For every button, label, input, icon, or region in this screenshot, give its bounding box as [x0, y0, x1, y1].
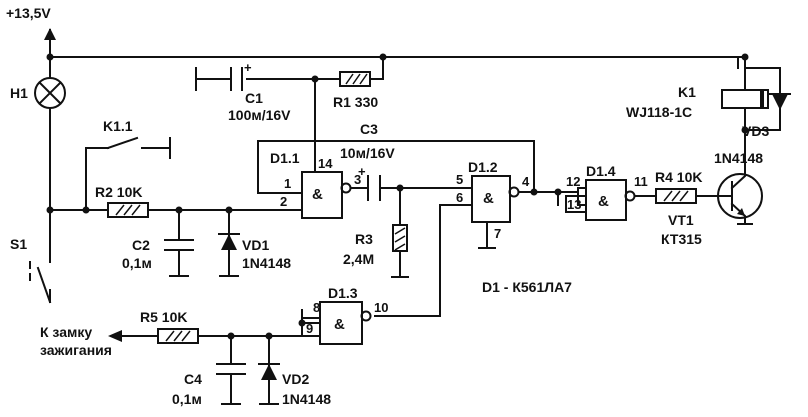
relay-ref: K1 — [678, 84, 696, 100]
c4-value: 0,1м — [172, 391, 202, 407]
gate-d12-symbol: & — [483, 190, 494, 207]
diode-vd3 — [769, 67, 791, 110]
switch-s1-label: S1 — [10, 236, 27, 252]
gate-d13-pin-a: 8 — [313, 300, 320, 315]
transistor-vt1 — [717, 165, 763, 225]
gate-d12-pin-b: 6 — [456, 190, 463, 205]
gate-d14-pin-out: 11 — [634, 174, 648, 189]
c1-plus: + — [244, 60, 252, 75]
capacitor-c4 — [216, 363, 246, 405]
c3-ref: C3 — [360, 121, 378, 137]
switch-s1 — [29, 245, 52, 304]
resistor-r4 — [655, 188, 697, 204]
relay-k1 — [721, 67, 769, 119]
capacitor-c3 — [367, 175, 381, 201]
diode-vd1 — [218, 233, 240, 277]
gate-d11-pin-b: 2 — [280, 194, 287, 209]
c3-value: 10м/16V — [340, 145, 395, 161]
gate-d13 — [301, 301, 372, 345]
gate-d14-symbol: & — [598, 193, 609, 210]
vd1-ref: VD1 — [242, 237, 269, 253]
c3-plus: + — [358, 164, 366, 179]
c2-ref: C2 — [132, 237, 150, 253]
gate-d11 — [301, 171, 352, 219]
r3-value: 2,4M — [343, 251, 374, 267]
r3-ref: R3 — [355, 231, 373, 247]
r1-label: R1 330 — [333, 94, 378, 110]
gate-d12-pin-gnd: 7 — [494, 226, 501, 241]
resistor-r1 — [339, 71, 371, 87]
resistor-r2 — [107, 202, 149, 218]
vd2-ref: VD2 — [282, 371, 309, 387]
gate-d14-pin-a: 12 — [566, 174, 580, 189]
gate-d13-ref: D1.3 — [328, 285, 358, 301]
vt1-type: КТ315 — [661, 231, 702, 247]
relay-contact-label: K1.1 — [103, 118, 133, 134]
ignition-line1: К замку — [40, 324, 92, 340]
gate-d11-pin-a: 1 — [284, 176, 291, 191]
capacitor-c2 — [164, 239, 194, 277]
gate-d14-ref: D1.4 — [586, 163, 616, 179]
lamp-h1 — [34, 77, 66, 109]
ignition-line2: зажигания — [40, 342, 112, 358]
gate-d14 — [565, 179, 636, 221]
supply-arrow-icon — [44, 28, 56, 40]
relay-contact-k11 — [106, 136, 171, 159]
c4-ref: C4 — [184, 371, 202, 387]
resistor-r5 — [157, 328, 199, 344]
junctions — [46, 53, 749, 340]
gate-d11-pin-out: 3 — [354, 172, 361, 187]
capacitor-c1 — [195, 67, 243, 91]
ignition-arrow-icon — [108, 330, 122, 342]
vt1-ref: VT1 — [668, 212, 694, 228]
resistor-r3 — [391, 224, 409, 278]
vd2-type: 1N4148 — [282, 391, 331, 407]
gate-d11-symbol: & — [312, 186, 323, 203]
gate-d12-pin-out: 4 — [522, 174, 530, 189]
gate-d14-pin-b: 13 — [567, 197, 581, 212]
gate-d12-ref: D1.2 — [468, 159, 498, 175]
vd1-type: 1N4148 — [242, 255, 291, 271]
relay-type: WJ118-1C — [626, 104, 692, 120]
diode-vd2 — [258, 363, 280, 405]
lamp-label: H1 — [10, 85, 28, 101]
gate-d12 — [471, 175, 520, 223]
r5-label: R5 10K — [140, 309, 187, 325]
chip-label: D1 - К561ЛА7 — [482, 279, 572, 295]
c1-value: 100м/16V — [228, 107, 291, 123]
r2-label: R2 10K — [95, 184, 142, 200]
vd3-ref: VD3 — [742, 123, 769, 139]
c2-value: 0,1м — [122, 255, 152, 271]
c1-ref: C1 — [245, 90, 263, 106]
gate-d13-symbol: & — [334, 316, 345, 333]
supply-label: +13,5V — [6, 5, 51, 21]
gate-d11-ref: D1.1 — [270, 150, 300, 166]
r4-label: R4 10K — [655, 169, 702, 185]
gate-d13-pin-out: 10 — [374, 300, 388, 315]
gate-d12-pin-a: 5 — [456, 172, 463, 187]
gate-d11-pin-pwr: 14 — [318, 156, 333, 171]
gate-d13-pin-b: 9 — [306, 321, 313, 336]
vd3-type: 1N4148 — [714, 150, 763, 166]
